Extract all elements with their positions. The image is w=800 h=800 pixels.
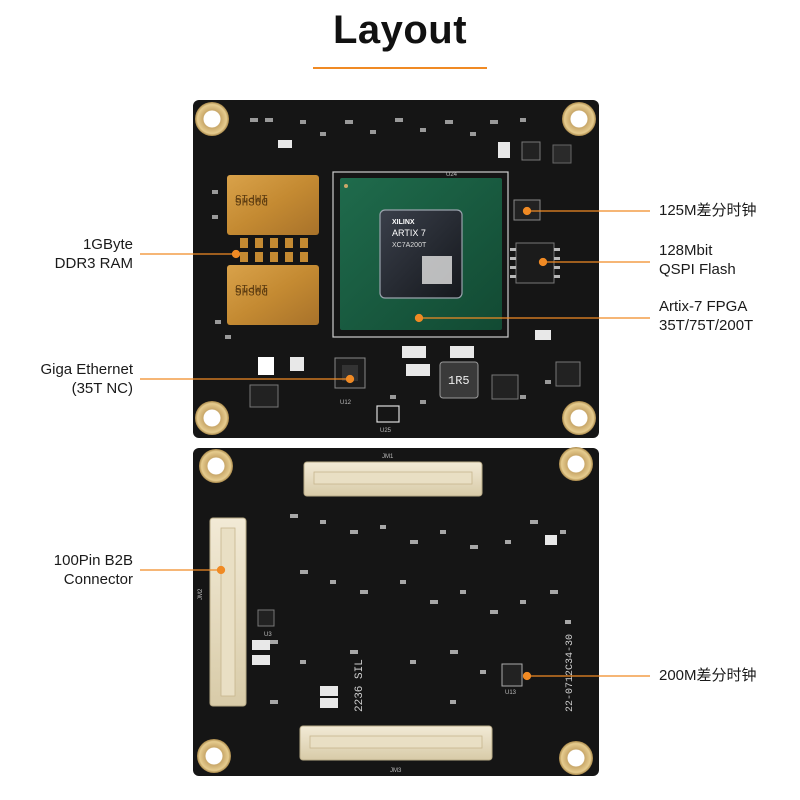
mount-hole-b-bottom-left <box>197 739 231 773</box>
silk-u3: U3 <box>264 632 272 638</box>
ddr3-ram-chips: D9SHG 1MP15 D9SHG 1MP15 <box>227 175 319 325</box>
label-clk200: 200M差分时钟 <box>659 666 757 685</box>
mount-hole-top-left <box>195 102 229 136</box>
callout-dot-ddr3 <box>231 249 241 259</box>
label-ethernet-line-2: (35T NC) <box>71 380 133 397</box>
ethernet-phy-chip <box>334 357 366 389</box>
label-b2b-line-2: Connector <box>63 571 133 588</box>
label-fpga-line-1: Artix-7 FPGA <box>659 298 748 315</box>
title-underline <box>313 67 487 69</box>
mount-hole-top-right <box>562 102 596 136</box>
label-fpga-line-2: 35T/75T/200T <box>659 317 754 334</box>
silk-u12: U12 <box>340 400 352 406</box>
label-ddr3-line-2: DDR3 RAM <box>54 255 133 272</box>
silk-jm1: JM1 <box>382 454 394 460</box>
inductor-text: 1R5 <box>448 374 470 388</box>
label-ddr3: 1GByte DDR3 RAM <box>55 235 133 273</box>
top-board: D9SHG 1MP15 D9SHG 1MP15 XILINX <box>193 100 599 438</box>
label-qspi-line-1: 128Mbit <box>659 242 713 259</box>
inductor: 1R5 <box>439 361 479 399</box>
bottom-board-pcb <box>193 448 599 776</box>
silk-u25: U25 <box>380 428 392 434</box>
ram-code-text-1: D9SHG <box>235 194 268 206</box>
label-clk125: 125M差分时钟 <box>659 201 757 220</box>
label-fpga: Artix-7 FPGA 35T/75T/200T <box>659 297 753 335</box>
mount-hole-b-top-right <box>559 447 593 481</box>
mount-hole-b-top-left <box>199 449 233 483</box>
ddr3-chip-2 <box>227 265 319 325</box>
bottom-board: JM1 JM2 JM3 <box>193 447 599 776</box>
ram-top-text-2: 1MP15 <box>235 281 268 293</box>
label-b2b-line-1: 100Pin B2B <box>53 552 133 569</box>
silk-u24: U24 <box>446 172 458 178</box>
ram-top-text-1: 1MP15 <box>235 191 268 203</box>
label-ethernet-line-1: Giga Ethernet <box>40 361 133 378</box>
ram-code-text-2: D9SHG <box>235 284 268 296</box>
mount-hole-bottom-left <box>195 401 229 435</box>
callout-dot-qspi <box>538 257 548 267</box>
fpga-brand-text: XILINX <box>392 219 415 226</box>
mount-hole-bottom-right <box>562 401 596 435</box>
label-qspi-line-2: QSPI Flash <box>659 261 736 278</box>
silk-jm2: JM2 <box>198 588 204 600</box>
label-qspi: 128Mbit QSPI Flash <box>659 241 736 279</box>
label-b2b: 100Pin B2B Connector <box>54 551 133 589</box>
connector-jm1: JM1 <box>303 454 483 497</box>
silk-board-id: 22-0712C34-30 <box>565 634 576 712</box>
callout-dot-clk200 <box>522 671 532 681</box>
label-ethernet: Giga Ethernet (35T NC) <box>40 360 133 398</box>
fpga-package: XILINX ARTIX 7 XC7A200T U24 <box>332 171 509 338</box>
callout-dot-fpga <box>414 313 424 323</box>
silk-jm3: JM3 <box>390 768 402 774</box>
chip-u3 <box>257 609 275 627</box>
label-clk200-line-1: 200M差分时钟 <box>659 667 757 684</box>
callout-dot-clk125 <box>522 206 532 216</box>
connector-jm3: JM3 <box>299 725 493 774</box>
clk200-oscillator <box>501 663 523 687</box>
ddr3-chip-1 <box>227 175 319 235</box>
mount-hole-b-bottom-right <box>559 741 593 775</box>
fpga-part-text: XC7A200T <box>392 242 427 249</box>
page-title: Layout <box>332 8 468 52</box>
callout-dot-ethernet <box>345 374 355 384</box>
silk-date-code: 2236 SIL <box>354 659 366 712</box>
qspi-flash-chip <box>510 242 560 284</box>
callout-dot-b2b <box>216 565 226 575</box>
silk-u13: U13 <box>505 690 517 696</box>
fpga-family-text: ARTIX 7 <box>392 228 426 238</box>
callout-lines <box>140 206 650 681</box>
label-ddr3-line-1: 1GByte <box>82 236 133 253</box>
label-clk125-line-1: 125M差分时钟 <box>659 202 757 219</box>
